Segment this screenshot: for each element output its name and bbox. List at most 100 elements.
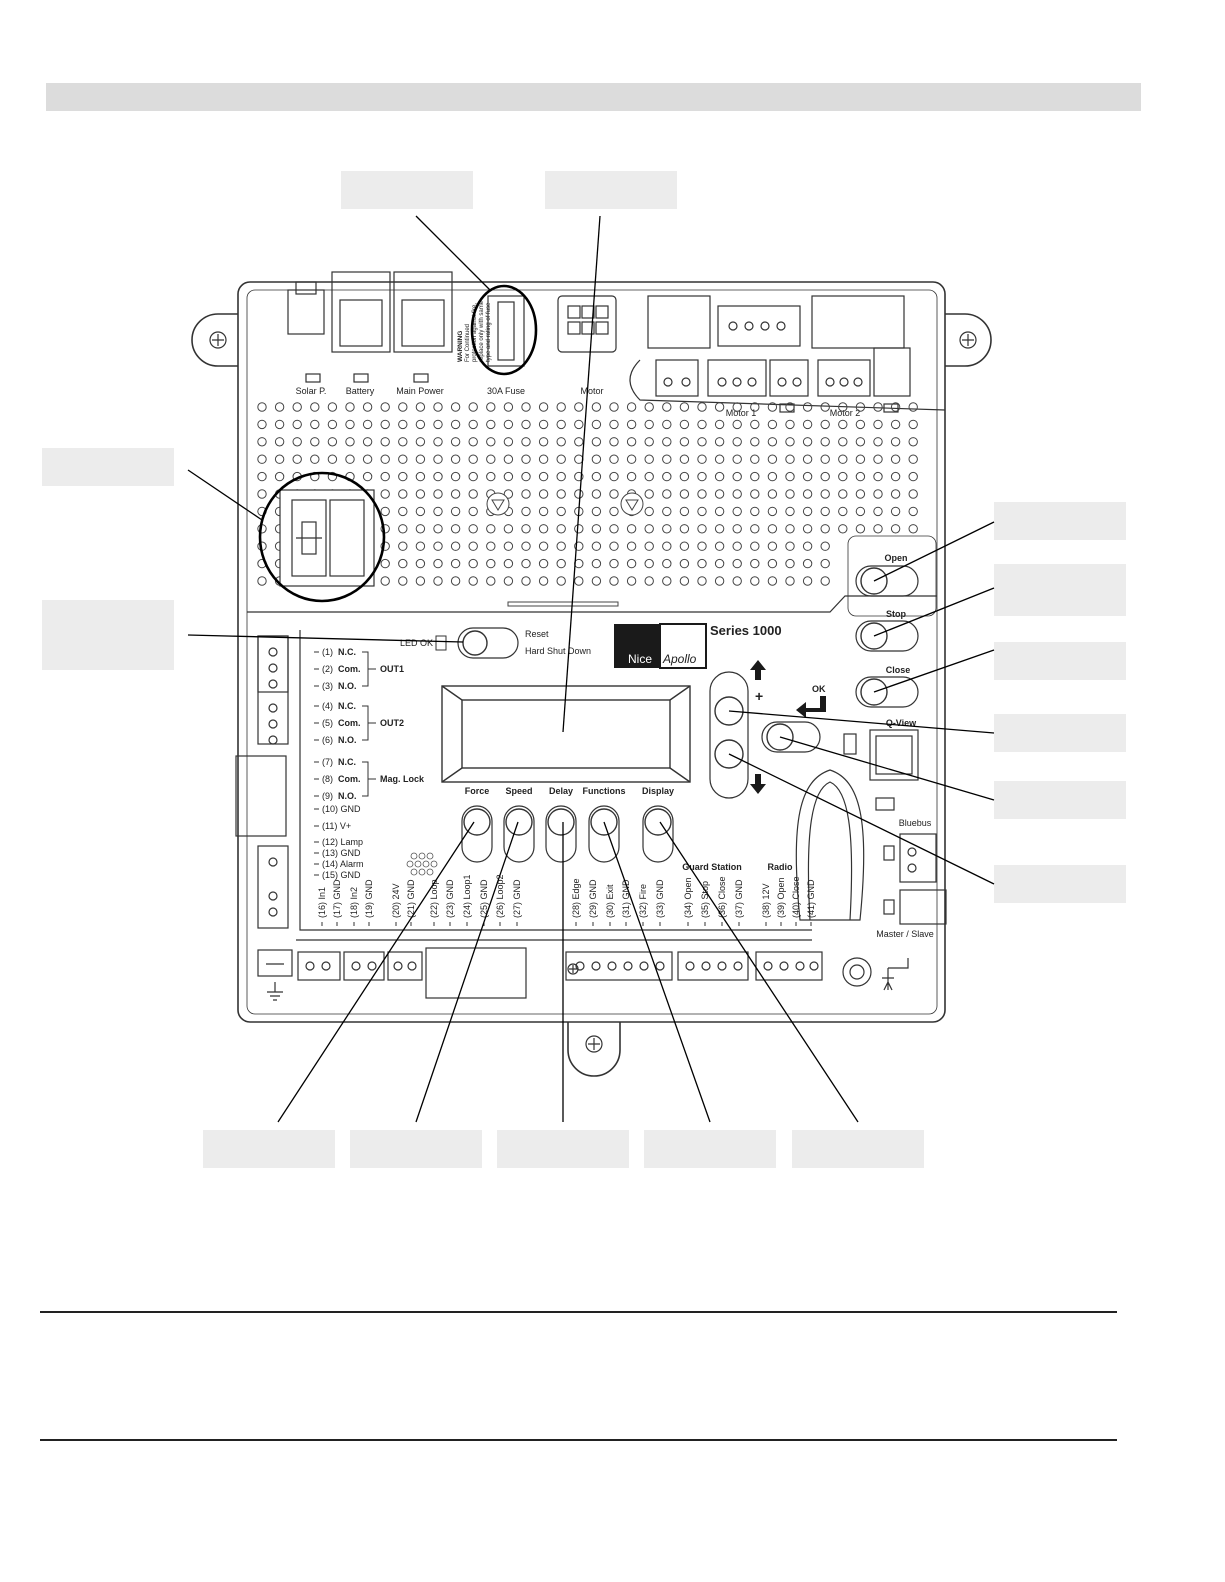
speed-button[interactable] <box>505 808 533 836</box>
vent-hole <box>785 454 795 464</box>
bottom-terminal-label: (34) Open <box>683 877 693 918</box>
ok-label: OK <box>812 684 826 694</box>
callout-led-label <box>42 600 174 670</box>
vent-hole <box>556 524 566 534</box>
arrow-down-icon <box>750 774 766 794</box>
vent-hole <box>327 419 338 430</box>
vent-hole <box>609 524 619 534</box>
functions-label: Functions <box>583 786 626 796</box>
vent-hole <box>609 506 619 517</box>
vent-hole <box>574 576 584 586</box>
vent-hole <box>838 419 848 430</box>
vent-hole <box>538 489 549 499</box>
motor2-label: Motor 2 <box>830 408 861 418</box>
led-ok-label: LED OK <box>400 638 433 648</box>
vent-hole <box>767 454 778 464</box>
hard-shutdown-label: Hard Shut Down <box>525 646 591 656</box>
vent-hole <box>855 437 866 447</box>
vent-hole <box>345 454 355 464</box>
callout-speed-label <box>350 1130 482 1168</box>
led-reset-area: LED OK Reset Hard Shut Down <box>400 627 591 659</box>
relay-terminal-number: (8) <box>322 774 333 784</box>
vent-hole <box>820 576 830 586</box>
vent-hole <box>486 524 496 534</box>
vent-hole <box>644 558 654 569</box>
vent-hole <box>415 524 426 534</box>
vent-hole <box>362 402 373 412</box>
vent-hole <box>521 419 531 430</box>
relay-terminal-label: N.C. <box>338 701 356 711</box>
vent-hole <box>556 419 566 430</box>
vent-hole <box>679 489 690 499</box>
bottom-terminal-label: (25) GND <box>479 879 489 918</box>
vent-hole <box>644 402 654 412</box>
vent-hole <box>345 419 355 430</box>
vent-hole <box>750 558 760 569</box>
vent-hole <box>838 471 848 482</box>
vent-hole <box>873 471 883 482</box>
relay-terminal-number: (3) <box>322 681 333 691</box>
vent-hole <box>310 402 320 412</box>
power-terminal-label: (13) GND <box>322 848 361 858</box>
vent-hole <box>802 419 813 430</box>
vent-hole <box>468 419 478 430</box>
vent-hole <box>732 419 742 430</box>
vent-hole <box>503 454 514 464</box>
power-terminals: (10) GND(11) V+(12) Lamp(13) GND(14) Ala… <box>314 804 364 880</box>
accessory-fuse-highlight-circle <box>258 471 386 603</box>
vent-hole <box>380 576 390 586</box>
vent-hole <box>855 454 866 464</box>
vent-hole <box>556 402 566 412</box>
vent-hole <box>292 437 302 447</box>
vent-hole <box>574 437 584 447</box>
vent-hole <box>855 402 866 412</box>
vent-hole <box>538 576 549 586</box>
bottom-terminal-label: (21) GND <box>406 879 416 918</box>
vent-hole <box>767 576 778 586</box>
delay-button[interactable] <box>547 808 575 836</box>
callout-up-label <box>994 714 1126 752</box>
navigation-keys: + OK <box>709 660 826 799</box>
relay-terminal-number: (5) <box>322 718 333 728</box>
vent-hole <box>380 524 390 534</box>
vent-hole <box>714 419 725 430</box>
vent-hole <box>327 437 338 447</box>
vent-hole <box>908 454 918 464</box>
vent-hole <box>362 437 373 447</box>
vent-hole <box>890 471 901 482</box>
vent-hole <box>662 524 672 534</box>
vent-hole <box>732 437 742 447</box>
lcd-display <box>441 685 691 783</box>
vent-hole <box>521 541 531 551</box>
vent-hole <box>574 524 584 534</box>
power-terminal-label: (12) Lamp <box>322 837 363 847</box>
fuse-highlight-circle <box>470 284 538 376</box>
vent-hole <box>697 524 707 534</box>
brand-nice: Nice <box>628 652 652 666</box>
vent-hole <box>838 524 848 534</box>
vent-hole <box>908 506 918 517</box>
vent-hole <box>679 419 690 430</box>
bottom-terminal-label: (20) 24V <box>391 883 401 918</box>
vent-hole <box>433 454 443 464</box>
vent-hole <box>785 506 795 517</box>
warning-line3: replace only with same <box>479 300 485 362</box>
vent-hole <box>820 541 830 551</box>
vent-hole <box>380 402 390 412</box>
display-button[interactable] <box>644 808 672 836</box>
vent-hole <box>609 454 619 464</box>
vent-hole <box>591 489 602 499</box>
reset-button[interactable] <box>462 630 488 656</box>
bottom-terminal-label: (36) Close <box>717 876 727 918</box>
vent-hole <box>556 558 566 569</box>
led-cluster <box>406 852 438 876</box>
vent-hole <box>662 576 672 586</box>
vent-hole <box>486 471 496 482</box>
vent-hole <box>591 558 602 569</box>
vent-hole <box>521 471 531 482</box>
vent-hole <box>732 524 742 534</box>
vent-hole <box>609 489 619 499</box>
vent-hole <box>802 471 813 482</box>
vent-hole <box>662 541 672 551</box>
relay-brackets <box>362 651 376 797</box>
